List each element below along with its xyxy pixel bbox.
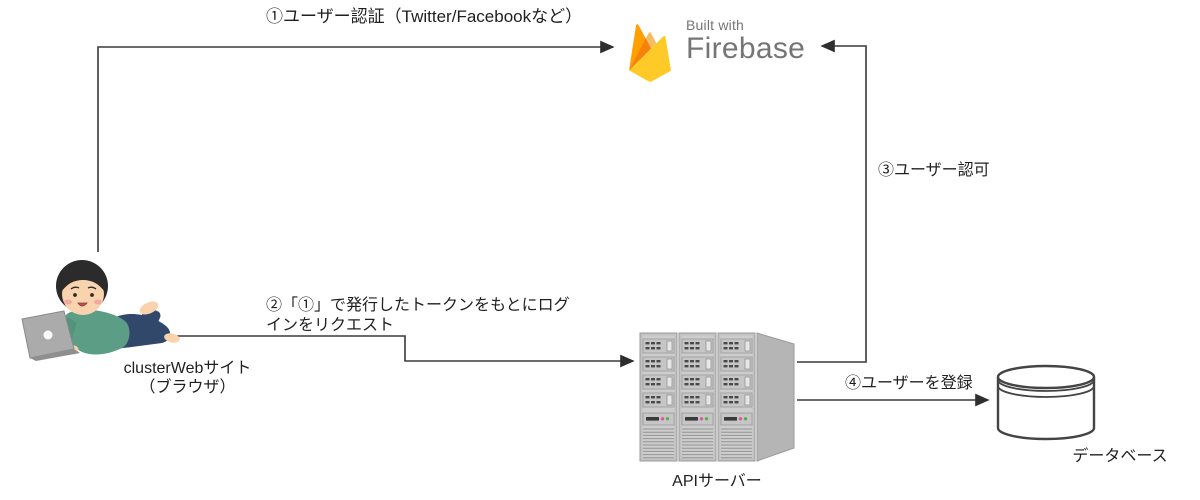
database-cylinder (996, 364, 1096, 441)
user-node-label-line2: （ブラウザ） (139, 379, 236, 396)
arrow-login (177, 335, 635, 368)
arrow-register-label: ④ユーザーを登録 (845, 375, 973, 392)
arrow-authorize-label: ③ユーザー認可 (878, 162, 990, 179)
arrow-authorize (797, 39, 867, 363)
api-server-illustration (636, 332, 795, 462)
firebase-flame-icon (629, 24, 671, 82)
firebase-built-with-text: Built with (686, 17, 745, 33)
arrow-auth (97, 40, 615, 252)
user-browser-illustration (21, 260, 180, 361)
firebase-wordmark: Firebase (686, 32, 806, 65)
user-node-label: clusterWebサイト （ブラウザ） (105, 359, 270, 397)
api-server-node-label: APIサーバー (672, 473, 762, 490)
arrow-login-label: ②「①」で発行したトークンをもとにログインをリクエスト (266, 297, 570, 334)
firebase-node: Built with Firebase (628, 17, 805, 82)
database-node-label: データベース (1072, 448, 1168, 465)
user-node-label-line1: clusterWebサイト (123, 360, 252, 377)
arrow-auth-label: ①ユーザー認証（Twitter/Facebookなど） (266, 7, 583, 26)
